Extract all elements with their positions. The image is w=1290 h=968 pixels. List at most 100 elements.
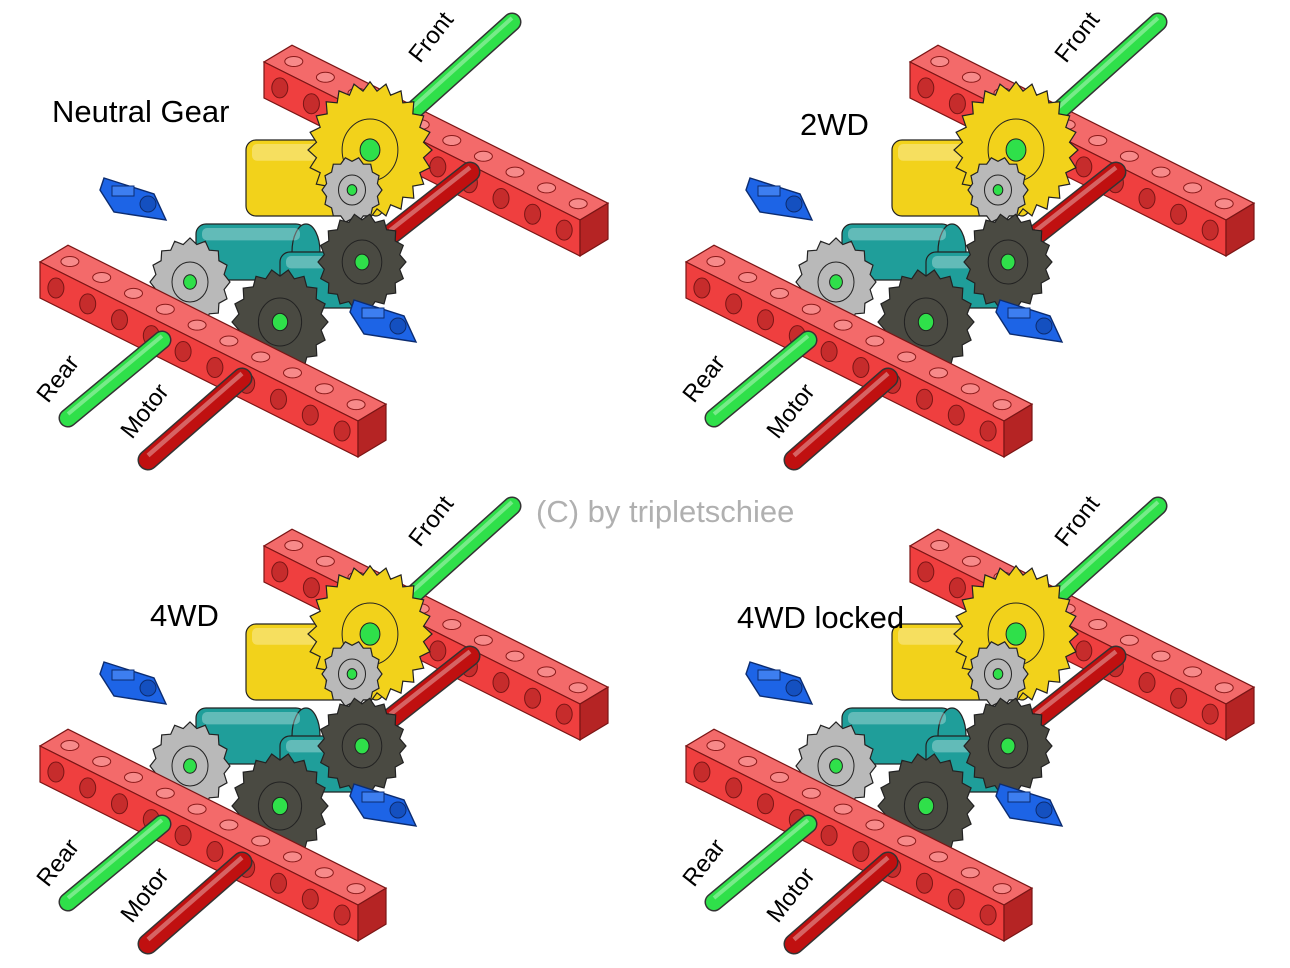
axle-highlight (388, 165, 472, 233)
axle-body (1027, 163, 1125, 244)
panel-title-2wd: 2WD (800, 107, 869, 142)
gear-axle-hole (1005, 622, 1027, 646)
front-beam (684, 244, 1034, 459)
beam-hole (1138, 188, 1156, 209)
lever-slot (111, 669, 135, 681)
beam-hole (852, 356, 870, 378)
beam-hole (693, 277, 711, 299)
dark-gear-right (963, 213, 1053, 311)
beam-stud (1088, 135, 1108, 146)
beam-stud (929, 367, 948, 379)
beam-hole (1075, 640, 1093, 662)
beam-hole (1138, 672, 1156, 693)
beam-stud (568, 198, 588, 210)
lever-slot (361, 307, 385, 319)
beam-stud (346, 399, 366, 411)
beam-hole (492, 672, 510, 693)
lever-body (349, 783, 418, 827)
motor-axle-upper (379, 161, 481, 246)
beam-stud (706, 740, 726, 752)
gear-axle-hole (346, 668, 358, 680)
beam-stud (92, 755, 112, 767)
beam-stud (537, 666, 557, 678)
beam-hole (979, 420, 997, 442)
beam-hole (820, 341, 838, 363)
beam-end-face (357, 887, 387, 943)
beam-stud (442, 619, 462, 630)
cylinder-shine (848, 712, 946, 725)
axle-highlight (712, 334, 810, 416)
lever-body (99, 661, 168, 705)
beam-hole (916, 872, 933, 894)
beam-hole (1170, 687, 1188, 709)
beam-stud (155, 303, 175, 315)
beam-hole (1201, 703, 1219, 725)
beam-hole (111, 793, 128, 815)
beam-stud (960, 867, 980, 879)
beam-hole (206, 840, 224, 862)
front-beam (38, 244, 388, 459)
beam-stud (992, 883, 1012, 895)
beam-hole (271, 77, 289, 99)
beam-stud (346, 883, 366, 895)
axle-body (381, 163, 479, 244)
beam-stud (1183, 182, 1203, 194)
beam-hole (757, 793, 774, 815)
beam-stud (1151, 650, 1171, 662)
axle-highlight (146, 371, 244, 458)
beam-hole (79, 293, 97, 315)
lever-pivot (139, 679, 157, 697)
shift-lever-right (349, 783, 418, 827)
axle-body (139, 853, 251, 953)
beam-stud (1088, 619, 1108, 630)
front-beam (38, 728, 388, 943)
beam-stud (833, 803, 853, 815)
beam-stud (770, 771, 789, 783)
beam-stud (865, 819, 885, 831)
beam-stud (1119, 634, 1139, 646)
motor-axle-lower (137, 367, 253, 471)
panel-title-4wd: 4WD (150, 598, 219, 633)
lever-slot (111, 185, 135, 197)
shift-lever-right (349, 299, 418, 343)
beam-stud (251, 351, 271, 363)
beam-end-face (1003, 887, 1033, 943)
label-front: Front (403, 491, 459, 552)
rear-axle (58, 330, 172, 428)
lever-slot (1007, 307, 1031, 319)
shift-lever-right (995, 783, 1064, 827)
beam-hole (270, 388, 287, 410)
shift-lever-left (745, 661, 814, 705)
shift-lever-left (99, 661, 168, 705)
axle-highlight (792, 855, 890, 942)
shift-lever-left (99, 177, 168, 221)
gray-small-gear-upper (967, 157, 1029, 223)
beam-stud (897, 835, 917, 847)
axle-highlight (388, 649, 472, 717)
beam-hole (79, 777, 97, 799)
beam-stud (60, 256, 80, 268)
dark-gear-right (317, 697, 407, 795)
beam-hole (524, 687, 542, 709)
beam-hole (429, 640, 447, 662)
gray-small-gear-upper (321, 157, 383, 223)
beam-hole (174, 341, 192, 363)
lever-pivot (389, 801, 407, 819)
beam-stud (1183, 666, 1203, 678)
rear-axle (704, 814, 818, 912)
lever-slot (1007, 791, 1031, 803)
lever-pivot (785, 679, 803, 697)
beam-stud (251, 835, 271, 847)
beam-stud (929, 851, 948, 863)
beam-hole (492, 188, 510, 209)
axle-highlight (66, 818, 164, 900)
lever-body (99, 177, 168, 221)
beam-stud (1214, 198, 1234, 210)
label-front: Front (1049, 491, 1105, 552)
beam-stud (124, 771, 143, 783)
beam-stud (187, 803, 207, 815)
beam-hole (725, 293, 743, 315)
beam-stud (60, 740, 80, 752)
axle-highlight (1034, 649, 1118, 717)
